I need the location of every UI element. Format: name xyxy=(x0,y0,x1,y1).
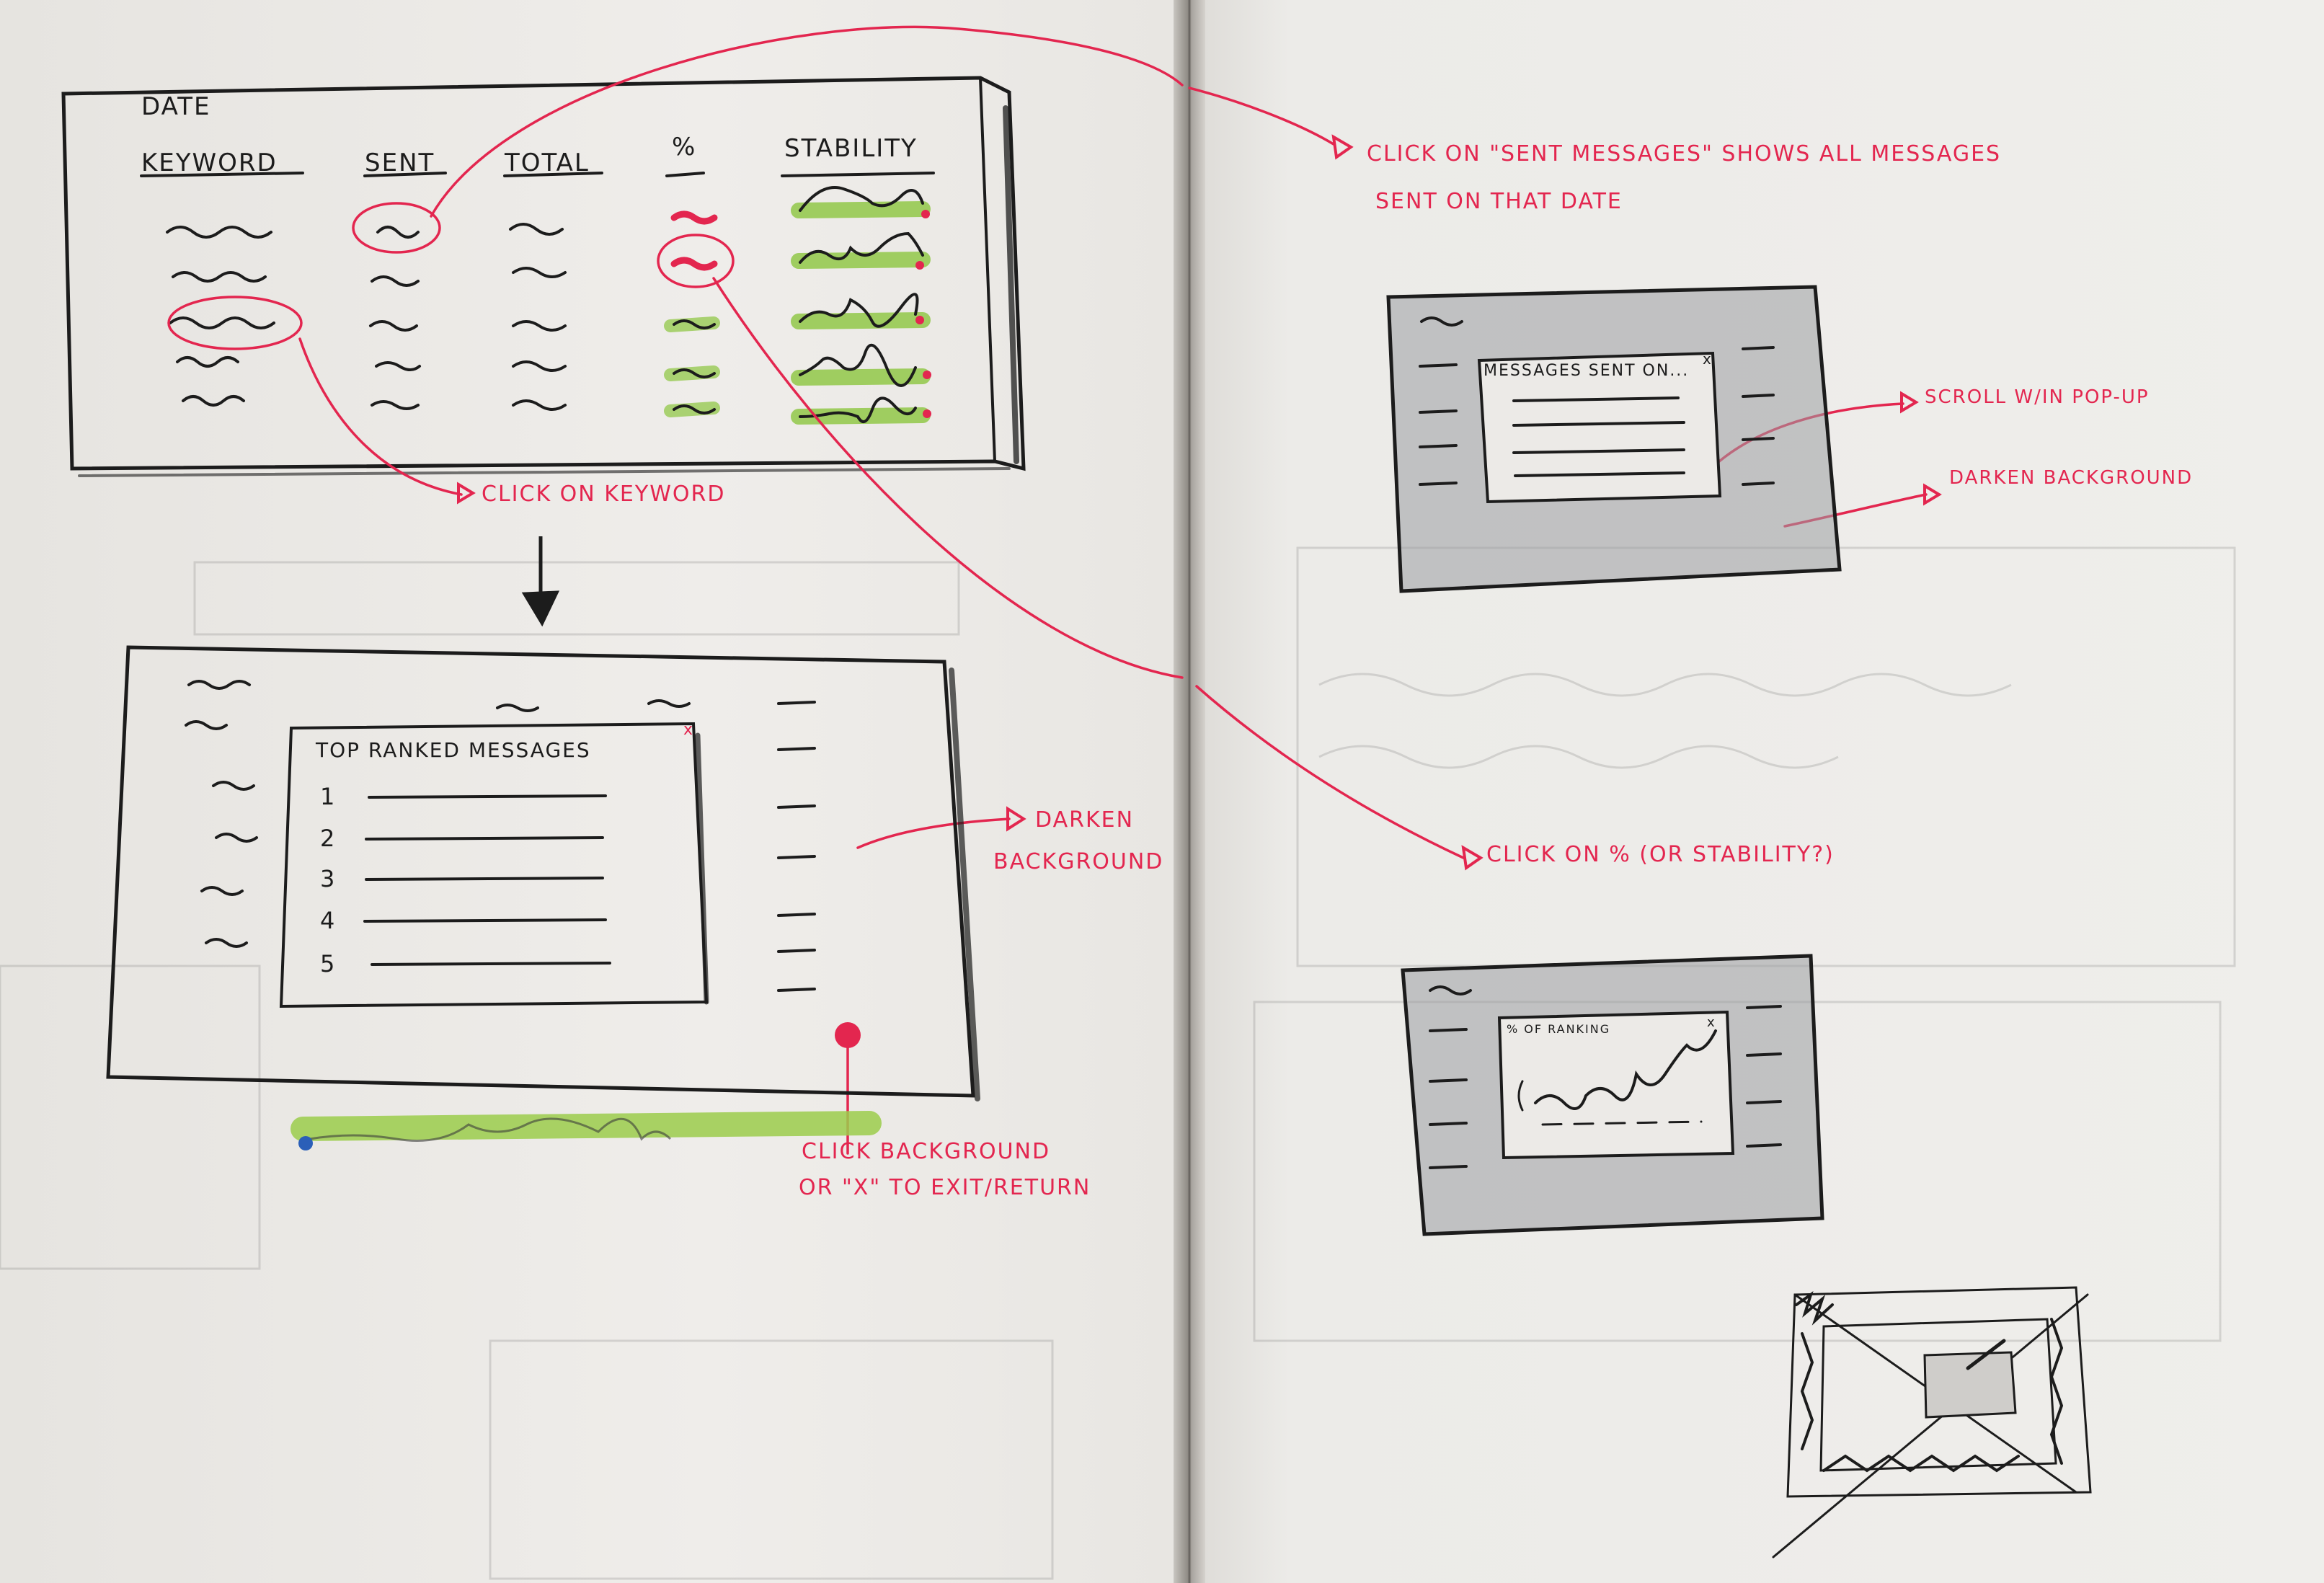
perspective-sketch xyxy=(1772,1286,2092,1558)
right-notebook-page xyxy=(1199,0,2324,1583)
annotation-click-background-2: OR "X" TO EXIT/RETURN xyxy=(799,1175,1091,1200)
annotation-click-background-1: CLICK BACKGROUND xyxy=(802,1139,1051,1164)
sent-popup-title: MESSAGES SENT ON... xyxy=(1483,362,1690,380)
table-row-squiggles xyxy=(166,186,924,423)
annotation-scroll-popup: SCROLL W/IN POP-UP xyxy=(1925,386,2150,408)
annotation-click-percent: CLICK ON % (OR STABILITY?) xyxy=(1486,842,1835,867)
column-percent: % xyxy=(672,133,697,161)
pct-popup-close-icon[interactable]: x xyxy=(1707,1015,1716,1030)
keyword-popup-title: TOP RANKED MESSAGES xyxy=(316,738,591,762)
annotation-darken-2: BACKGROUND xyxy=(993,849,1164,874)
date-label: DATE xyxy=(141,92,211,121)
stability-end-dots xyxy=(915,210,931,418)
left-notebook-page xyxy=(0,0,1182,1583)
rank-3: 3 xyxy=(320,865,337,892)
rank-1: 1 xyxy=(320,783,337,810)
bleed-through xyxy=(0,546,2236,1580)
column-total: TOTAL xyxy=(505,148,590,177)
pct-popup-sketch xyxy=(1401,954,1824,1236)
rank-4: 4 xyxy=(320,907,337,934)
red-annotations xyxy=(167,25,1928,1155)
notebook-spine xyxy=(1174,0,1205,1583)
pin-head xyxy=(835,1022,861,1048)
column-stability: STABILITY xyxy=(784,134,918,163)
pct-green-highlights xyxy=(664,316,720,417)
keyword-popup-sketch xyxy=(106,645,980,1101)
flow-arrow xyxy=(521,536,560,627)
column-sent: SENT xyxy=(365,148,435,177)
main-table-sketch xyxy=(61,76,1026,477)
timeline-bar xyxy=(290,1111,882,1150)
sent-popup-close-icon[interactable]: x xyxy=(1703,350,1713,368)
annotation-click-sent-2: SENT ON THAT DATE xyxy=(1375,189,1623,214)
pct-red-marks xyxy=(670,210,718,271)
annotation-click-sent-1: CLICK ON "SENT MESSAGES" SHOWS ALL MESSA… xyxy=(1367,141,2002,167)
annotation-click-keyword: CLICK ON KEYWORD xyxy=(482,482,726,507)
sent-popup-sketch xyxy=(1386,285,1842,593)
red-arrowheads xyxy=(457,134,1942,871)
annotation-darken-1: DARKEN xyxy=(1035,807,1135,833)
keyword-popup-close-icon[interactable]: x xyxy=(683,721,695,739)
column-keyword: KEYWORD xyxy=(141,148,278,177)
annotation-darken-right: DARKEN BACKGROUND xyxy=(1949,467,2194,489)
rank-5: 5 xyxy=(320,950,337,977)
rank-2: 2 xyxy=(320,825,337,852)
pct-popup-title: % OF RANKING xyxy=(1507,1022,1611,1036)
